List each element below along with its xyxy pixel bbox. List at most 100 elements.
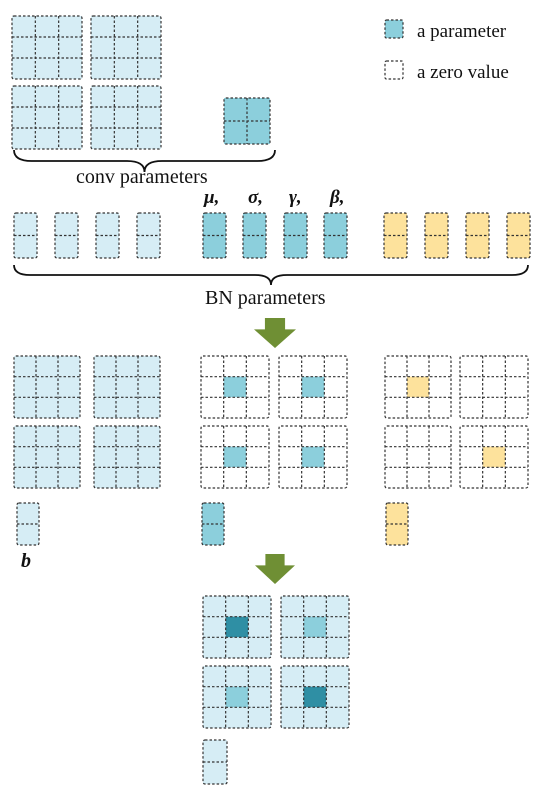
- kernel-border: [202, 665, 272, 729]
- kernel-cell: [429, 446, 451, 468]
- kernel-cell: [281, 707, 304, 728]
- vector-border: [136, 212, 161, 259]
- kernel-cell: [225, 616, 249, 638]
- kernel-border: [459, 355, 529, 419]
- down-arrow-icon: [254, 318, 296, 348]
- kernel-cell: [303, 666, 327, 687]
- mid-left-kernel-4: [93, 425, 161, 489]
- kernel-cell: [407, 426, 429, 447]
- kernel-cell: [279, 376, 302, 398]
- kernel-cell: [248, 666, 271, 687]
- kernel-cell: [91, 86, 115, 107]
- mid-center-kernel-3: [200, 425, 270, 489]
- kernel-cell: [385, 446, 407, 468]
- mid-bias-vector: [16, 502, 40, 546]
- kernel-cell: [223, 426, 247, 447]
- bias-label: b: [21, 550, 31, 572]
- bias-vector-2: [54, 212, 79, 259]
- mid-right-kernel-1: [384, 355, 452, 419]
- kernel-cell: [248, 616, 271, 638]
- kernel-cell: [460, 376, 483, 398]
- kernel-cell: [246, 446, 269, 468]
- mid-right-kernel-2: [459, 355, 529, 419]
- kernel-cell: [223, 397, 247, 418]
- kernel-border: [90, 85, 162, 150]
- kernel-cell: [324, 356, 347, 377]
- kernel-cell: [279, 356, 302, 377]
- kernel-cell: [326, 686, 349, 708]
- mid-center-kernel-4: [278, 425, 348, 489]
- kernel-cell: [505, 376, 528, 398]
- bias-vector-3: [95, 212, 120, 259]
- conv-kernel-1: [11, 15, 83, 80]
- kernel-cell: [301, 426, 325, 447]
- kernel-cell: [303, 707, 327, 728]
- kernel-cell: [407, 467, 429, 488]
- kernel-cell: [385, 467, 407, 488]
- kernel-cell: [14, 467, 36, 488]
- kernel-cell: [281, 637, 304, 658]
- kernel-cell: [279, 426, 302, 447]
- kernel-cell: [12, 86, 36, 107]
- conv-kernel-3: [11, 85, 83, 150]
- kernel-cell: [279, 397, 302, 418]
- kernel-border: [11, 85, 83, 150]
- vector-border: [95, 212, 120, 259]
- kernel-cell: [58, 37, 82, 58]
- mid-center-kernel-1: [200, 355, 270, 419]
- conv-brace-icon: [13, 149, 276, 173]
- fused-kernel-4: [280, 665, 350, 729]
- kernel-cell: [303, 616, 327, 638]
- kernel-cell: [35, 86, 59, 107]
- kernel-cell: [225, 596, 249, 617]
- kernel-cell: [505, 356, 528, 377]
- mid-left-kernel-3: [13, 425, 81, 489]
- kernel-cell: [223, 376, 247, 398]
- kernel-cell: [505, 426, 528, 447]
- kernel-cell: [246, 397, 269, 418]
- fused-bias-vector: [202, 739, 228, 785]
- kernel-cell: [482, 446, 506, 468]
- fused-kernel-1: [202, 595, 272, 659]
- fused-kernel-3: [202, 665, 272, 729]
- vector-border: [323, 212, 348, 259]
- kernel-cell: [36, 397, 58, 418]
- kernel-cell: [429, 376, 451, 398]
- bias-vector-1: [13, 212, 38, 259]
- kernel-cell: [281, 596, 304, 617]
- kernel-cell: [385, 397, 407, 418]
- kernel-cell: [36, 467, 58, 488]
- mid-right-kernel-4: [459, 425, 529, 489]
- bn-brace-icon: [13, 264, 529, 286]
- vector-border: [54, 212, 79, 259]
- kernel-cell: [58, 128, 82, 149]
- kernel-cell: [203, 666, 226, 687]
- kernel-cell: [91, 37, 115, 58]
- conv-kernel-4: [90, 85, 162, 150]
- kernel-cell: [429, 467, 451, 488]
- kernel-cell: [246, 356, 269, 377]
- kernel-cell: [201, 356, 224, 377]
- kernel-cell: [116, 356, 138, 377]
- bn-symbol-mu: μ,: [204, 187, 220, 208]
- vector-border: [16, 502, 40, 546]
- bn-symbol-sigma: σ,: [248, 187, 263, 208]
- kernel-cell: [114, 107, 138, 128]
- kernel-border: [278, 355, 348, 419]
- kernel-cell: [14, 376, 36, 398]
- kernel-cell: [94, 426, 116, 447]
- kernel-cell: [223, 467, 247, 488]
- mid-shift-vector: [385, 502, 409, 546]
- conv-1x1-kernel: [223, 97, 271, 145]
- vector-border: [283, 212, 308, 259]
- vector-border: [506, 212, 531, 259]
- kernel-cell: [246, 376, 269, 398]
- kernel-cell: [36, 356, 58, 377]
- kernel-cell: [35, 37, 59, 58]
- kernel-cell: [505, 467, 528, 488]
- vector-border: [383, 212, 408, 259]
- kernel-cell: [138, 446, 160, 468]
- kernel-cell: [114, 16, 138, 37]
- kernel-cell: [201, 467, 224, 488]
